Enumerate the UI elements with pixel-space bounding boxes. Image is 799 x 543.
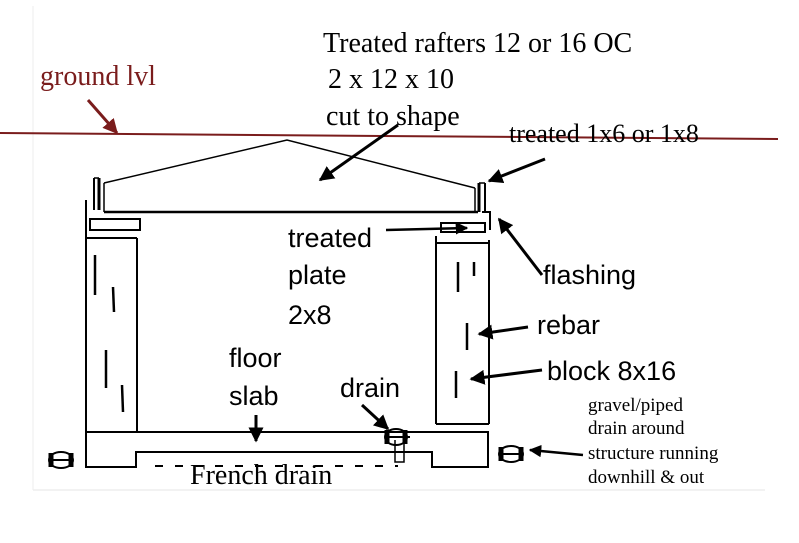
floor-slab-label-line1: floor (229, 343, 282, 373)
gravel-label-line1: gravel/piped (588, 395, 683, 416)
ground-level-line (0, 132, 779, 140)
flashing-label: flashing (543, 260, 637, 290)
rafter-roof-line (103, 139, 476, 189)
ground-level-arrow (86, 99, 119, 135)
drain-label: drain (340, 373, 401, 403)
treated-board-arrow (487, 157, 546, 184)
gravel-label-line4: downhill & out (588, 467, 705, 488)
gravel-label-line2: drain around (588, 418, 685, 439)
rebar-arrow (477, 324, 529, 340)
french-drain-label: French drain (190, 460, 333, 491)
treated-boards-label: treated 1x6 or 1x8 (509, 119, 699, 148)
rafter-arrow (318, 123, 399, 182)
ground-level-label: ground lvl (40, 61, 156, 92)
rafters-label-line3: cut to shape (326, 101, 460, 132)
plate-arrow (385, 222, 469, 235)
floor-slab-label-line2: slab (229, 381, 279, 411)
pipe-symbol-right (498, 445, 524, 463)
plate-label-line3: 2x8 (288, 300, 332, 330)
flashing-bracket (482, 211, 491, 230)
drain-arrow (360, 403, 390, 431)
left-rebar (93, 255, 125, 413)
left-top-plate (89, 218, 141, 231)
gravel-label-line3: structure running (588, 443, 719, 464)
rafters-label-line1: Treated rafters 12 or 16 OC (323, 28, 633, 59)
block-label: block 8x16 (547, 356, 677, 386)
block-arrow (469, 368, 543, 385)
gravel-drain-arrow (528, 444, 584, 458)
flashing-arrow (497, 217, 544, 276)
pipe-symbol-drain (384, 428, 408, 446)
plate-label-line1: treated (288, 223, 373, 253)
slab-footing-outline (85, 431, 489, 468)
drain-pipe (394, 440, 405, 463)
rafters-label-line2: 2 x 12 x 10 (328, 64, 454, 95)
pipe-symbol-left (48, 451, 74, 469)
rebar-label: rebar (537, 310, 601, 340)
right-rebar (454, 262, 476, 398)
plate-label-line2: plate (288, 260, 347, 290)
